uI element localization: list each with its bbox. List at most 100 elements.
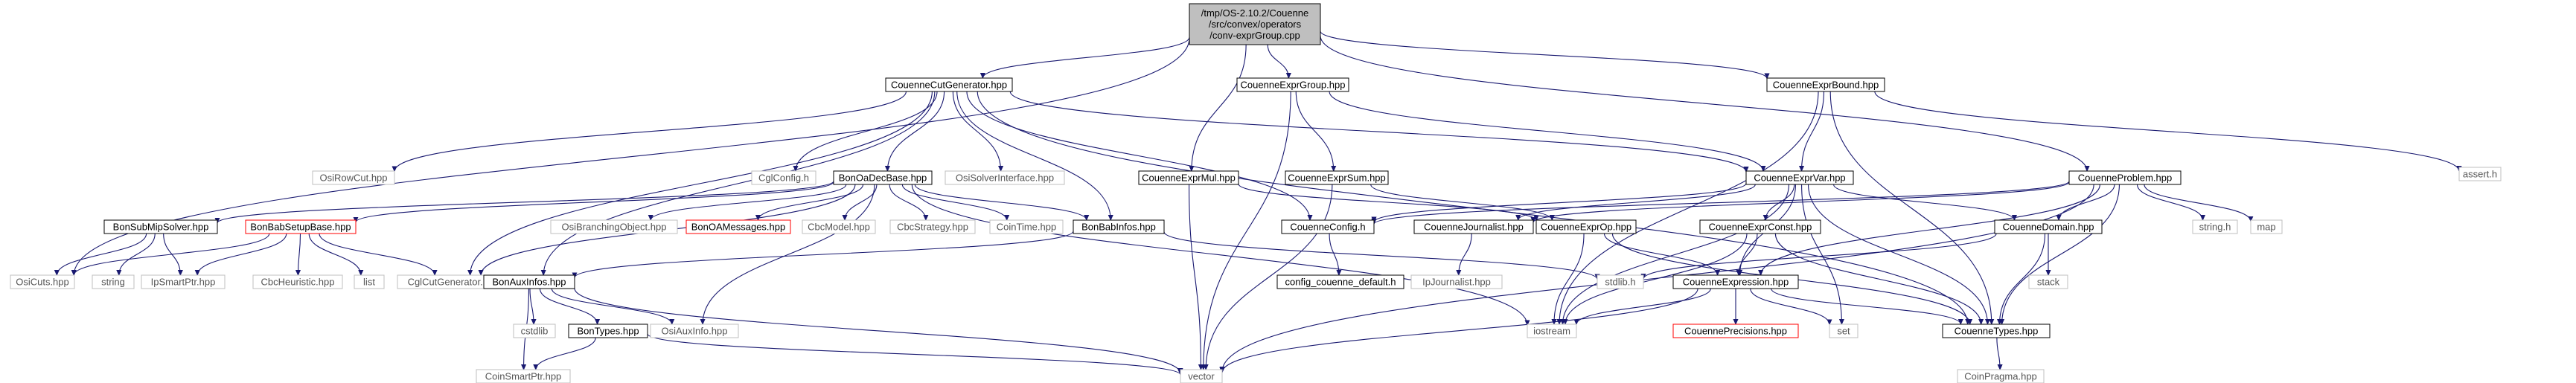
node-cglconfig-box xyxy=(751,170,816,185)
node-couenneconfig[interactable]: CouenneConfig.h xyxy=(1281,219,1375,234)
edge-cutgen-to-osirowcut xyxy=(394,91,907,171)
node-bonoamsg: BonOAMessages.hpp xyxy=(685,219,791,234)
node-problem[interactable]: CouenneProblem.hpp xyxy=(2068,170,2182,185)
node-vector-label-0: vector xyxy=(1188,371,1215,382)
node-bonoadec-label-0: BonOaDecBase.hpp xyxy=(839,173,927,184)
node-map-box xyxy=(2250,219,2283,234)
edge-root-to-exprgroup xyxy=(1267,44,1288,78)
node-configdefault-box xyxy=(1276,274,1404,289)
node-set-box xyxy=(1829,324,1859,338)
node-cutgen[interactable]: CouenneCutGenerator.hpp xyxy=(885,77,1013,92)
node-bontypes[interactable]: BonTypes.hpp xyxy=(568,324,648,338)
edge-cutgen-to-cglcutgen xyxy=(470,91,933,275)
node-cointime: CoinTime.hpp xyxy=(989,219,1064,234)
node-exprgroup[interactable]: CouenneExprGroup.hpp xyxy=(1236,77,1349,92)
edge-root-to-exprbound xyxy=(1320,30,1767,79)
edges-layer xyxy=(57,30,2459,375)
node-set-label-0: set xyxy=(1837,326,1850,337)
node-cointime-label-0: CoinTime.hpp xyxy=(997,222,1056,233)
edge-exprvar-to-exprconst xyxy=(1765,184,1795,220)
node-cglconfig-label-0: CglConfig.h xyxy=(758,173,809,184)
node-list-box xyxy=(354,274,385,289)
node-ipsmartptr-label-0: IpSmartPtr.hpp xyxy=(151,277,216,288)
edge-exprop-to-iostream xyxy=(1554,233,1585,324)
node-configdefault[interactable]: config_couenne_default.h xyxy=(1276,274,1404,289)
edge-couenneexpr-to-couennetypes xyxy=(1771,288,1961,324)
edge-exprbound-to-iostream xyxy=(1559,91,1819,324)
node-cstdlib: cstdlib xyxy=(513,324,556,338)
node-ipjournalist: IpJournalist.hpp xyxy=(1410,274,1503,289)
node-bonbabsetup-box xyxy=(245,219,357,234)
edge-exprconst-to-iostream xyxy=(1565,233,1748,324)
node-exprmul-box xyxy=(1138,170,1239,185)
node-couennedomain[interactable]: CouenneDomain.hpp xyxy=(1994,219,2103,234)
edge-bonauxinfos-to-cstdlib xyxy=(529,288,534,324)
node-bonauxinfos[interactable]: BonAuxInfos.hpp xyxy=(483,274,575,289)
node-exprbound[interactable]: CouenneExprBound.hpp xyxy=(1766,77,1885,92)
node-bonbabsetup: BonBabSetupBase.hpp xyxy=(245,219,357,234)
node-bonsubmip[interactable]: BonSubMipSolver.hpp xyxy=(103,219,218,234)
node-list-label-0: list xyxy=(363,277,375,288)
edge-couennedomain-to-couennetypes xyxy=(2000,233,2046,324)
edge-bonoadec-to-bonbabsetup xyxy=(356,181,834,222)
edge-bonauxinfos-to-bontypes xyxy=(539,288,597,324)
edge-couennedomain-to-stdlib xyxy=(1643,233,1997,279)
node-iostream: iostream xyxy=(1527,324,1577,338)
edge-couenneexpr-to-iostream xyxy=(1576,288,1711,324)
node-vector-box xyxy=(1180,369,1223,383)
edge-problem-to-stringh xyxy=(2136,184,2203,220)
node-couennejournalist-box xyxy=(1413,219,1534,234)
node-bonsubmip-label-0: BonSubMipSolver.hpp xyxy=(113,222,209,233)
node-root[interactable]: /tmp/OS-2.10.2/Couenne/src/convex/operat… xyxy=(1189,3,1321,45)
node-map: map xyxy=(2250,219,2283,234)
node-bonbabinfos[interactable]: BonBabInfos.hpp xyxy=(1073,219,1165,234)
node-cbcheuristic: CbcHeuristic.hpp xyxy=(252,274,343,289)
node-assert-box xyxy=(2458,167,2502,181)
node-osisolverif: OsiSolverInterface.hpp xyxy=(945,170,1065,185)
node-set: set xyxy=(1829,324,1859,338)
node-cutgen-label-0: CouenneCutGenerator.hpp xyxy=(891,80,1007,91)
edge-root-to-exprmul xyxy=(1192,44,1247,171)
node-bonbabinfos-label-0: BonBabInfos.hpp xyxy=(1081,222,1156,233)
edge-bonbabsetup-to-list xyxy=(308,233,361,275)
node-exprconst[interactable]: CouenneExprConst.hpp xyxy=(1699,219,1821,234)
node-exprconst-box xyxy=(1699,219,1821,234)
node-cglcutgen-label-0: CglCutGenerator.hpp xyxy=(408,277,499,288)
node-couennetypes[interactable]: CouenneTypes.hpp xyxy=(1942,324,2051,338)
edge-cutgen-to-exprvar xyxy=(1009,91,1746,172)
node-osirowcut: OsiRowCut.hpp xyxy=(312,170,395,185)
node-bonoadec[interactable]: BonOaDecBase.hpp xyxy=(833,170,933,185)
node-couennejournalist[interactable]: CouenneJournalist.hpp xyxy=(1413,219,1534,234)
edge-bonoadec-to-bonbabinfos xyxy=(914,184,1087,220)
node-couenneexpr[interactable]: CouenneExpression.hpp xyxy=(1672,274,1799,289)
node-ipjournalist-label-0: IpJournalist.hpp xyxy=(1422,277,1491,288)
node-bontypes-box xyxy=(568,324,648,338)
nodes-layer: /tmp/OS-2.10.2/Couenne/src/convex/operat… xyxy=(10,3,2502,383)
node-cbcmodel-box xyxy=(802,219,876,234)
edge-bonbabsetup-to-cglcutgen xyxy=(319,233,435,275)
node-bonauxinfos-label-0: BonAuxInfos.hpp xyxy=(492,277,566,288)
node-exprvar[interactable]: CouenneExprVar.hpp xyxy=(1745,170,1854,185)
node-iostream-label-0: iostream xyxy=(1533,326,1570,337)
node-ipsmartptr-box xyxy=(141,274,226,289)
node-cointime-box xyxy=(989,219,1064,234)
node-iostream-box xyxy=(1527,324,1577,338)
node-osicuts-box xyxy=(10,274,75,289)
node-bonbabinfos-box xyxy=(1073,219,1165,234)
edge-problem-to-couenneconfig xyxy=(1374,181,2070,225)
node-stringh: string.h xyxy=(2192,219,2238,234)
node-osibranching-box xyxy=(550,219,678,234)
node-cbcmodel-label-0: CbcModel.hpp xyxy=(808,222,870,233)
edge-exprsum-to-vector xyxy=(1206,184,1333,370)
node-couennetypes-box xyxy=(1942,324,2051,338)
node-stdlib-box xyxy=(1597,274,1644,289)
node-cglcutgen: CglCutGenerator.hpp xyxy=(397,274,510,289)
edge-exprvar-to-couennejournalist xyxy=(1518,184,1756,220)
node-cstdlib-label-0: cstdlib xyxy=(521,326,549,337)
node-exprbound-label-0: CouenneExprBound.hpp xyxy=(1773,80,1879,91)
node-stringh-label-0: string.h xyxy=(2199,222,2231,233)
node-exprop[interactable]: CouenneExprOp.hpp xyxy=(1535,219,1637,234)
node-exprmul[interactable]: CouenneExprMul.hpp xyxy=(1138,170,1239,185)
node-osiauxinfo-label-0: OsiAuxInfo.hpp xyxy=(662,326,728,337)
node-exprsum[interactable]: CouenneExprSum.hpp xyxy=(1285,170,1389,185)
